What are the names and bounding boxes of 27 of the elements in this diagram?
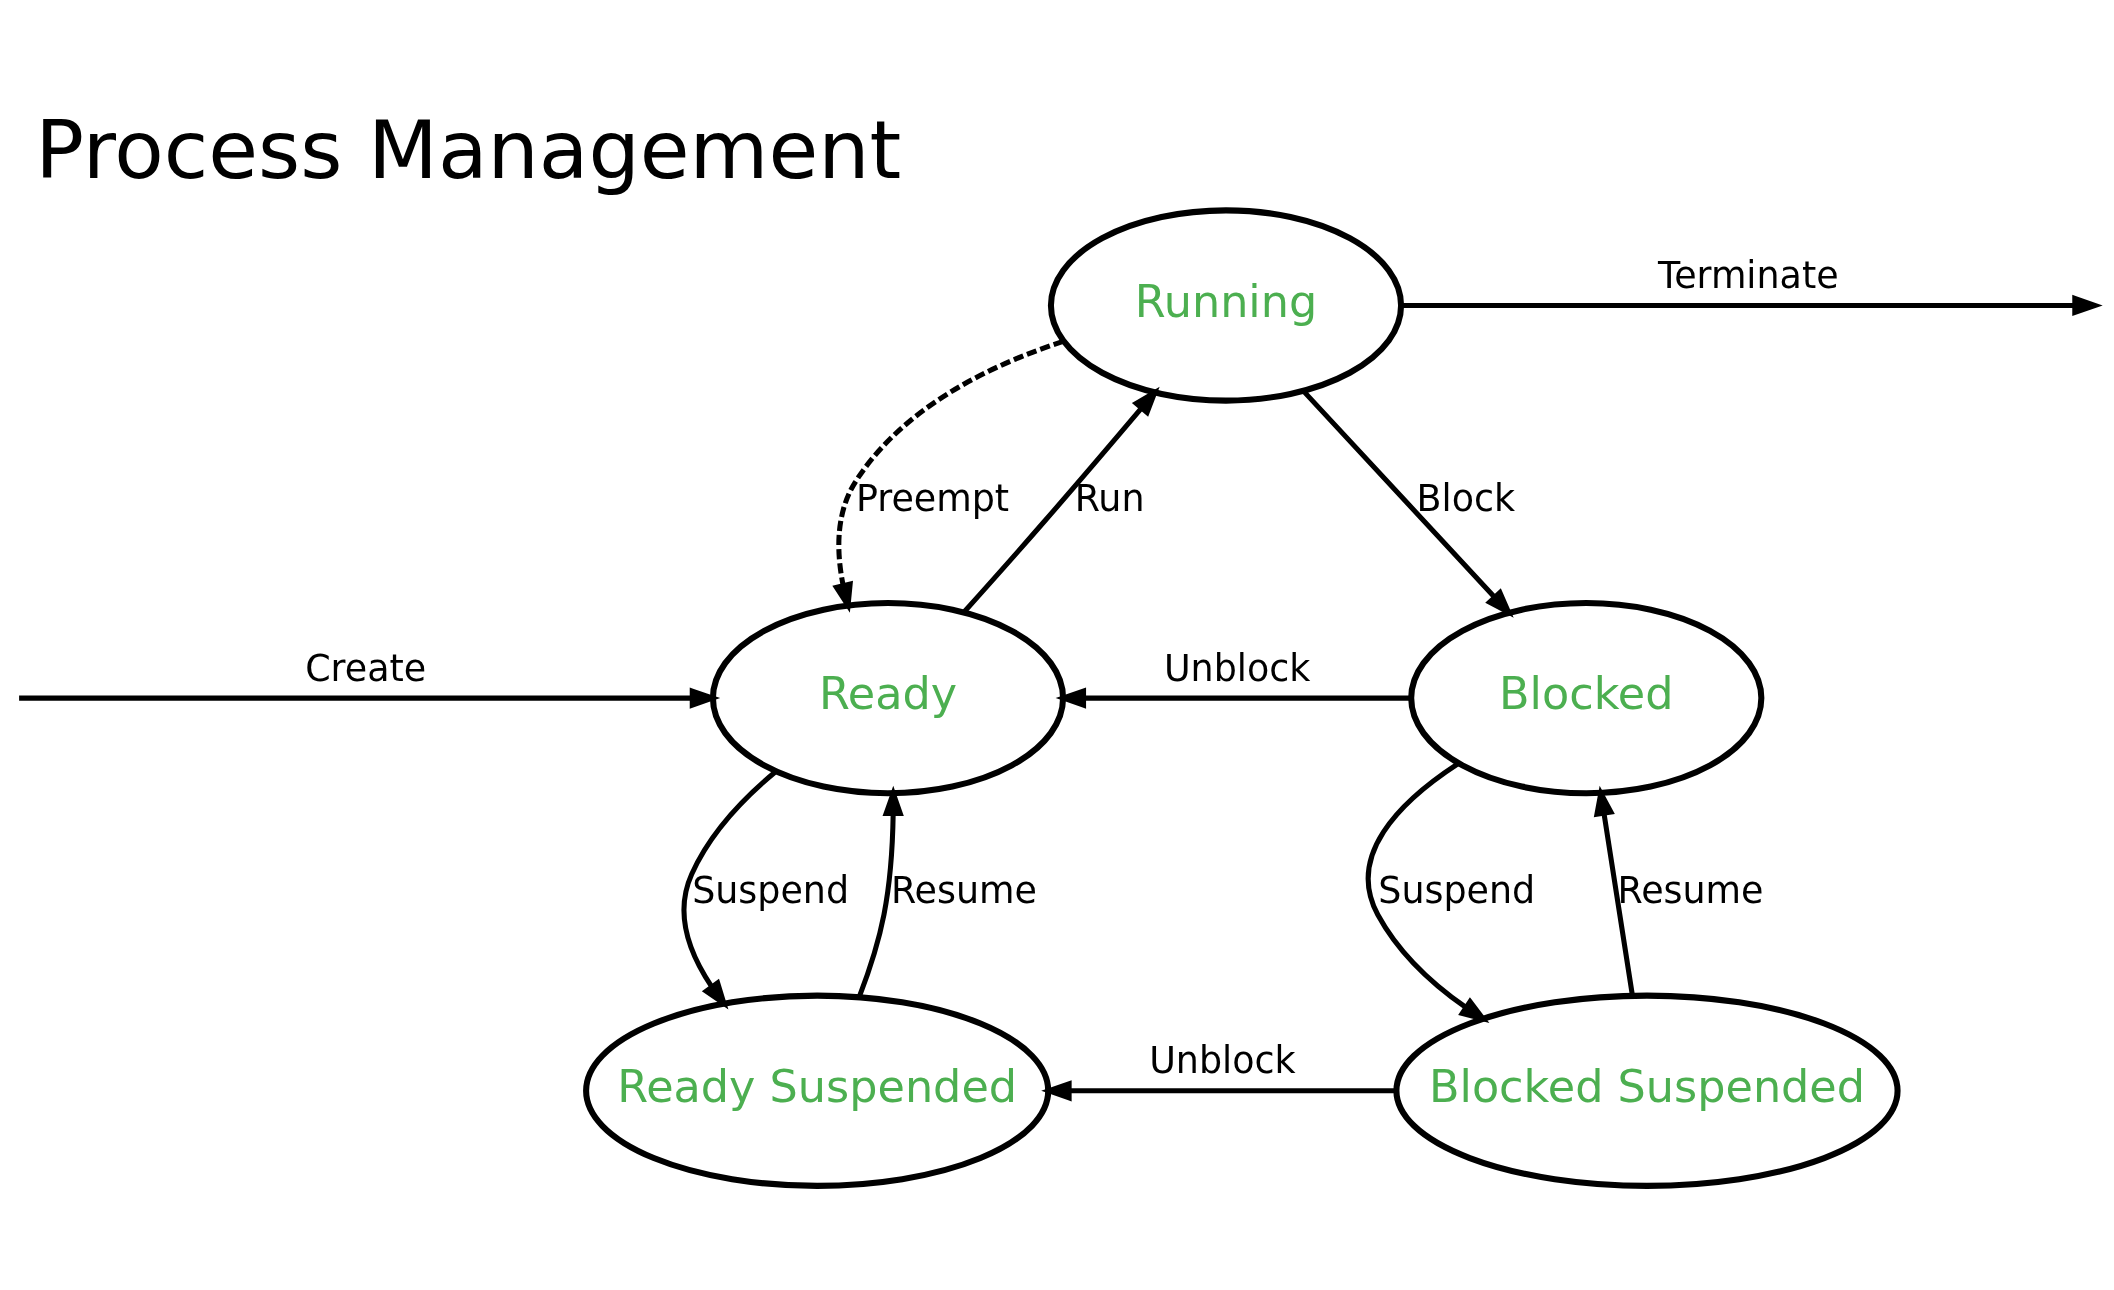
node-ellipse: Ready bbox=[709, 599, 1067, 796]
arrow bbox=[832, 338, 1064, 613]
arrow bbox=[681, 769, 778, 1009]
arrow bbox=[857, 785, 904, 997]
node-ellipse: Blocked Suspended bbox=[1393, 992, 1901, 1189]
edge-label: Preempt bbox=[855, 476, 1010, 520]
edge-label: Suspend bbox=[1378, 868, 1536, 912]
edge-label: Resume bbox=[1617, 868, 1764, 912]
edge-label: Suspend bbox=[692, 868, 850, 912]
arrow bbox=[1593, 785, 1635, 996]
diagram-title: Process Management bbox=[35, 102, 902, 197]
arrow bbox=[1366, 761, 1490, 1023]
arrow bbox=[1401, 294, 2103, 316]
arrow bbox=[1055, 686, 1411, 709]
arrow bbox=[1041, 1079, 1396, 1101]
edge-label: Create bbox=[305, 646, 427, 690]
node-ellipse: Blocked bbox=[1408, 599, 1765, 796]
edge-label: Unblock bbox=[1163, 646, 1311, 690]
edge-label: Run bbox=[1074, 476, 1145, 520]
node-ellipse: Running bbox=[1047, 206, 1405, 404]
arrow bbox=[962, 386, 1160, 613]
edge-label: Block bbox=[1416, 476, 1516, 520]
edge-label: Resume bbox=[890, 868, 1037, 912]
arrow bbox=[19, 686, 721, 709]
edge-label: Terminate bbox=[1658, 253, 1839, 297]
edge-label: Unblock bbox=[1149, 1038, 1296, 1082]
node-ellipse: Ready Suspended bbox=[583, 992, 1052, 1189]
